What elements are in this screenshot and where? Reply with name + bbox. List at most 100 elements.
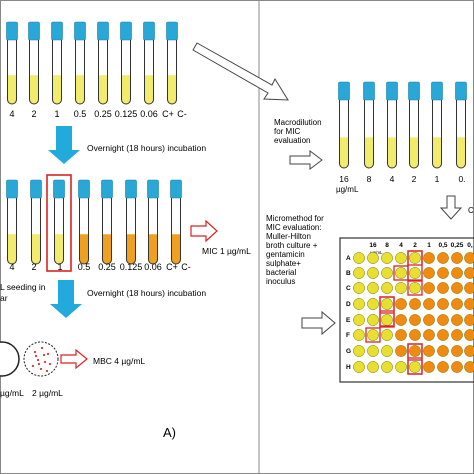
tube-cap — [386, 81, 398, 101]
tube-glass — [79, 198, 89, 265]
tube-cap — [408, 81, 420, 101]
plate-col-label: 8 — [385, 242, 389, 249]
test-tube — [386, 81, 398, 169]
test-tube — [147, 179, 159, 265]
colony-dot — [48, 362, 52, 366]
plate-well — [395, 282, 407, 294]
conc-label: 1 — [57, 262, 62, 272]
tube-cap — [74, 21, 86, 41]
plate-well — [464, 345, 474, 357]
plate-well — [381, 345, 393, 357]
plate-well — [437, 252, 449, 264]
right-panel: Macrodilution for MIC evaluation 16 8 4 … — [192, 42, 474, 383]
plate-well — [409, 298, 421, 310]
tube-cap — [30, 179, 42, 199]
plate-well — [423, 298, 435, 310]
tube-cap — [101, 179, 113, 199]
conc-label: 16 — [339, 174, 349, 184]
tube-row-2 — [6, 179, 182, 265]
tube-glass — [167, 40, 177, 105]
plate-well — [423, 267, 435, 279]
plate-well — [409, 314, 421, 326]
plate-row-label: H — [346, 364, 351, 371]
test-tube — [166, 21, 178, 105]
tube-liquid — [7, 75, 17, 104]
plate-well — [367, 329, 379, 341]
plate-well — [451, 314, 463, 326]
plate-col-label: 0,5 — [438, 242, 447, 249]
plate-well — [464, 361, 474, 373]
test-tube — [170, 179, 182, 265]
plate-col-label: 4 — [399, 242, 403, 249]
conc-label: 4 — [390, 174, 395, 184]
mic-highlight-box — [46, 174, 72, 272]
micro-label-line: Muller-Hilton — [266, 232, 311, 241]
right-arrow-icon — [289, 150, 323, 170]
microplate-wells — [353, 252, 474, 373]
tube-cap — [143, 21, 155, 41]
tube-liquid — [126, 234, 136, 264]
conc-label: 0. — [458, 174, 465, 184]
macro-unit: µg/mL — [336, 185, 359, 194]
tube-cap — [6, 179, 18, 199]
plate-well — [409, 252, 421, 264]
plate-left-label: µg/mL — [0, 388, 24, 398]
seeding-label-line1: L seeding in — [0, 282, 46, 292]
plate-well — [367, 345, 379, 357]
tube-glass — [52, 40, 62, 105]
test-tube — [6, 21, 18, 105]
tube-glass — [31, 198, 41, 265]
plate-well — [423, 345, 435, 357]
plate-row-label: E — [346, 317, 351, 324]
colony-dot — [45, 369, 49, 373]
micro-label-line: Micromethod for — [266, 214, 324, 223]
tube-glass — [456, 100, 466, 169]
tube-glass — [29, 40, 39, 105]
tube-liquid — [54, 234, 64, 264]
plate-well — [437, 282, 449, 294]
agar-plate-empty — [0, 341, 20, 377]
plate-well — [353, 314, 365, 326]
plate-well — [409, 361, 421, 373]
plate-col-label: 1 — [427, 242, 431, 249]
plate-well — [423, 361, 435, 373]
tube-cap — [53, 179, 65, 199]
tube-liquid — [75, 75, 85, 104]
plate-well — [353, 282, 365, 294]
tube-glass — [364, 100, 374, 169]
tube-cap — [431, 81, 443, 101]
mic-arrow-icon — [190, 219, 218, 243]
incubation-label-1: Overnight (18 hours) incubation — [87, 143, 206, 153]
tube-glass — [54, 198, 64, 265]
tube-liquid — [339, 137, 349, 168]
tube-liquid — [387, 137, 397, 168]
test-tube — [6, 179, 18, 265]
test-tube — [408, 81, 420, 169]
plate-well — [464, 329, 474, 341]
test-tube — [125, 179, 137, 265]
tube-glass — [171, 198, 181, 265]
micromethod-label: Micromethod for MIC evaluation: Muller-H… — [266, 214, 324, 286]
plate-well — [423, 282, 435, 294]
truncated-label: C — [468, 206, 474, 215]
plate-well — [451, 298, 463, 310]
plate-well — [464, 267, 474, 279]
row1-concentration-labels: 4 2 1 0.5 0.25 0.125 0.06 C+ C- — [9, 109, 186, 119]
plate-well — [437, 298, 449, 310]
plate-row-label: C — [346, 285, 351, 292]
test-tube — [431, 81, 443, 169]
plate-col-label: 16 — [369, 242, 377, 249]
tube-liquid — [79, 234, 89, 264]
colony-dot — [43, 360, 47, 364]
plate-well — [395, 361, 407, 373]
microplate-column-labels: 16 8 4 2 1 0,5 0,25 0, — [369, 242, 473, 249]
tube-liquid — [102, 234, 112, 264]
tube-glass — [387, 100, 397, 169]
tube-glass — [121, 40, 131, 105]
test-tube — [120, 21, 132, 105]
plate-well — [409, 267, 421, 279]
tube-glass — [126, 198, 136, 265]
panel-letter: A) — [163, 425, 176, 440]
micro-label-line: broth culture + — [266, 241, 318, 250]
